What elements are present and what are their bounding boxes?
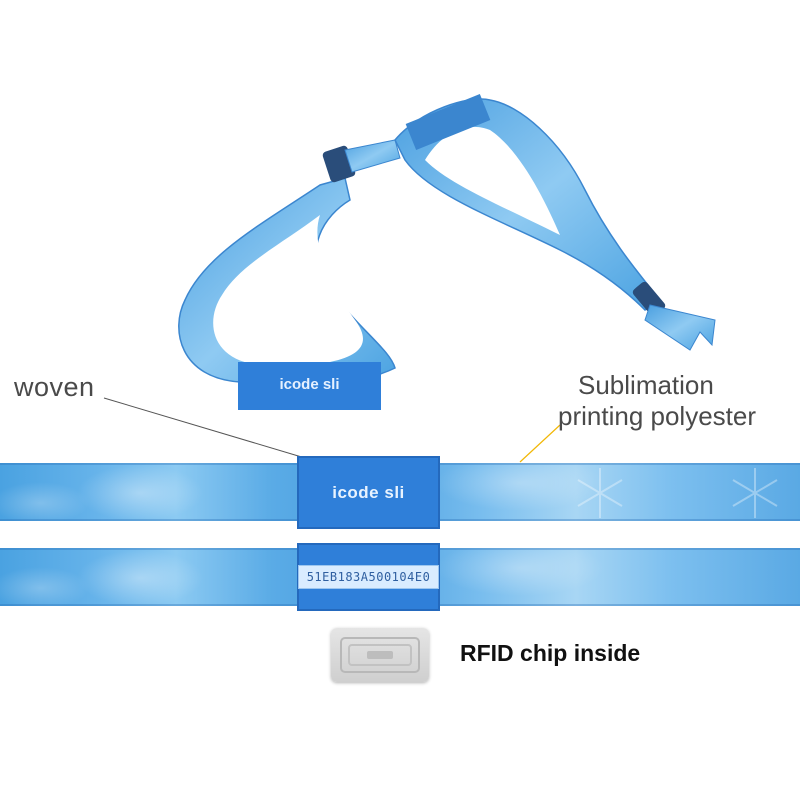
sublimation-caption: Sublimation printing polyester	[558, 370, 756, 432]
sublimation-leader-line	[519, 424, 561, 463]
right-loop-inner	[425, 126, 560, 235]
sublimation-caption-line2: printing polyester	[558, 401, 756, 431]
loop-woven-text: icode sli	[279, 376, 340, 393]
snowflake-icon	[577, 468, 623, 518]
woven-label-text: icode sli	[332, 482, 405, 502]
woven-label-caption: woven	[14, 372, 95, 402]
rfid-antenna-icon	[340, 637, 420, 673]
woven-label-front: icode sli	[297, 456, 440, 529]
right-tail	[644, 304, 716, 351]
rfid-chip-icon	[331, 628, 429, 682]
left-loop-inner	[213, 215, 363, 365]
rfid-caption: RFID chip inside	[460, 640, 641, 666]
loop-woven-patch	[238, 362, 381, 410]
sublimation-caption-line1: Sublimation	[578, 370, 714, 400]
top-woven-patch	[405, 94, 491, 150]
serial-code: 51EB183A500104E0	[297, 565, 440, 589]
snowflake-icon	[732, 468, 778, 518]
woven-label-back: 51EB183A500104E0	[297, 543, 440, 611]
left-tail	[344, 139, 401, 173]
woven-leader-line	[103, 397, 306, 459]
